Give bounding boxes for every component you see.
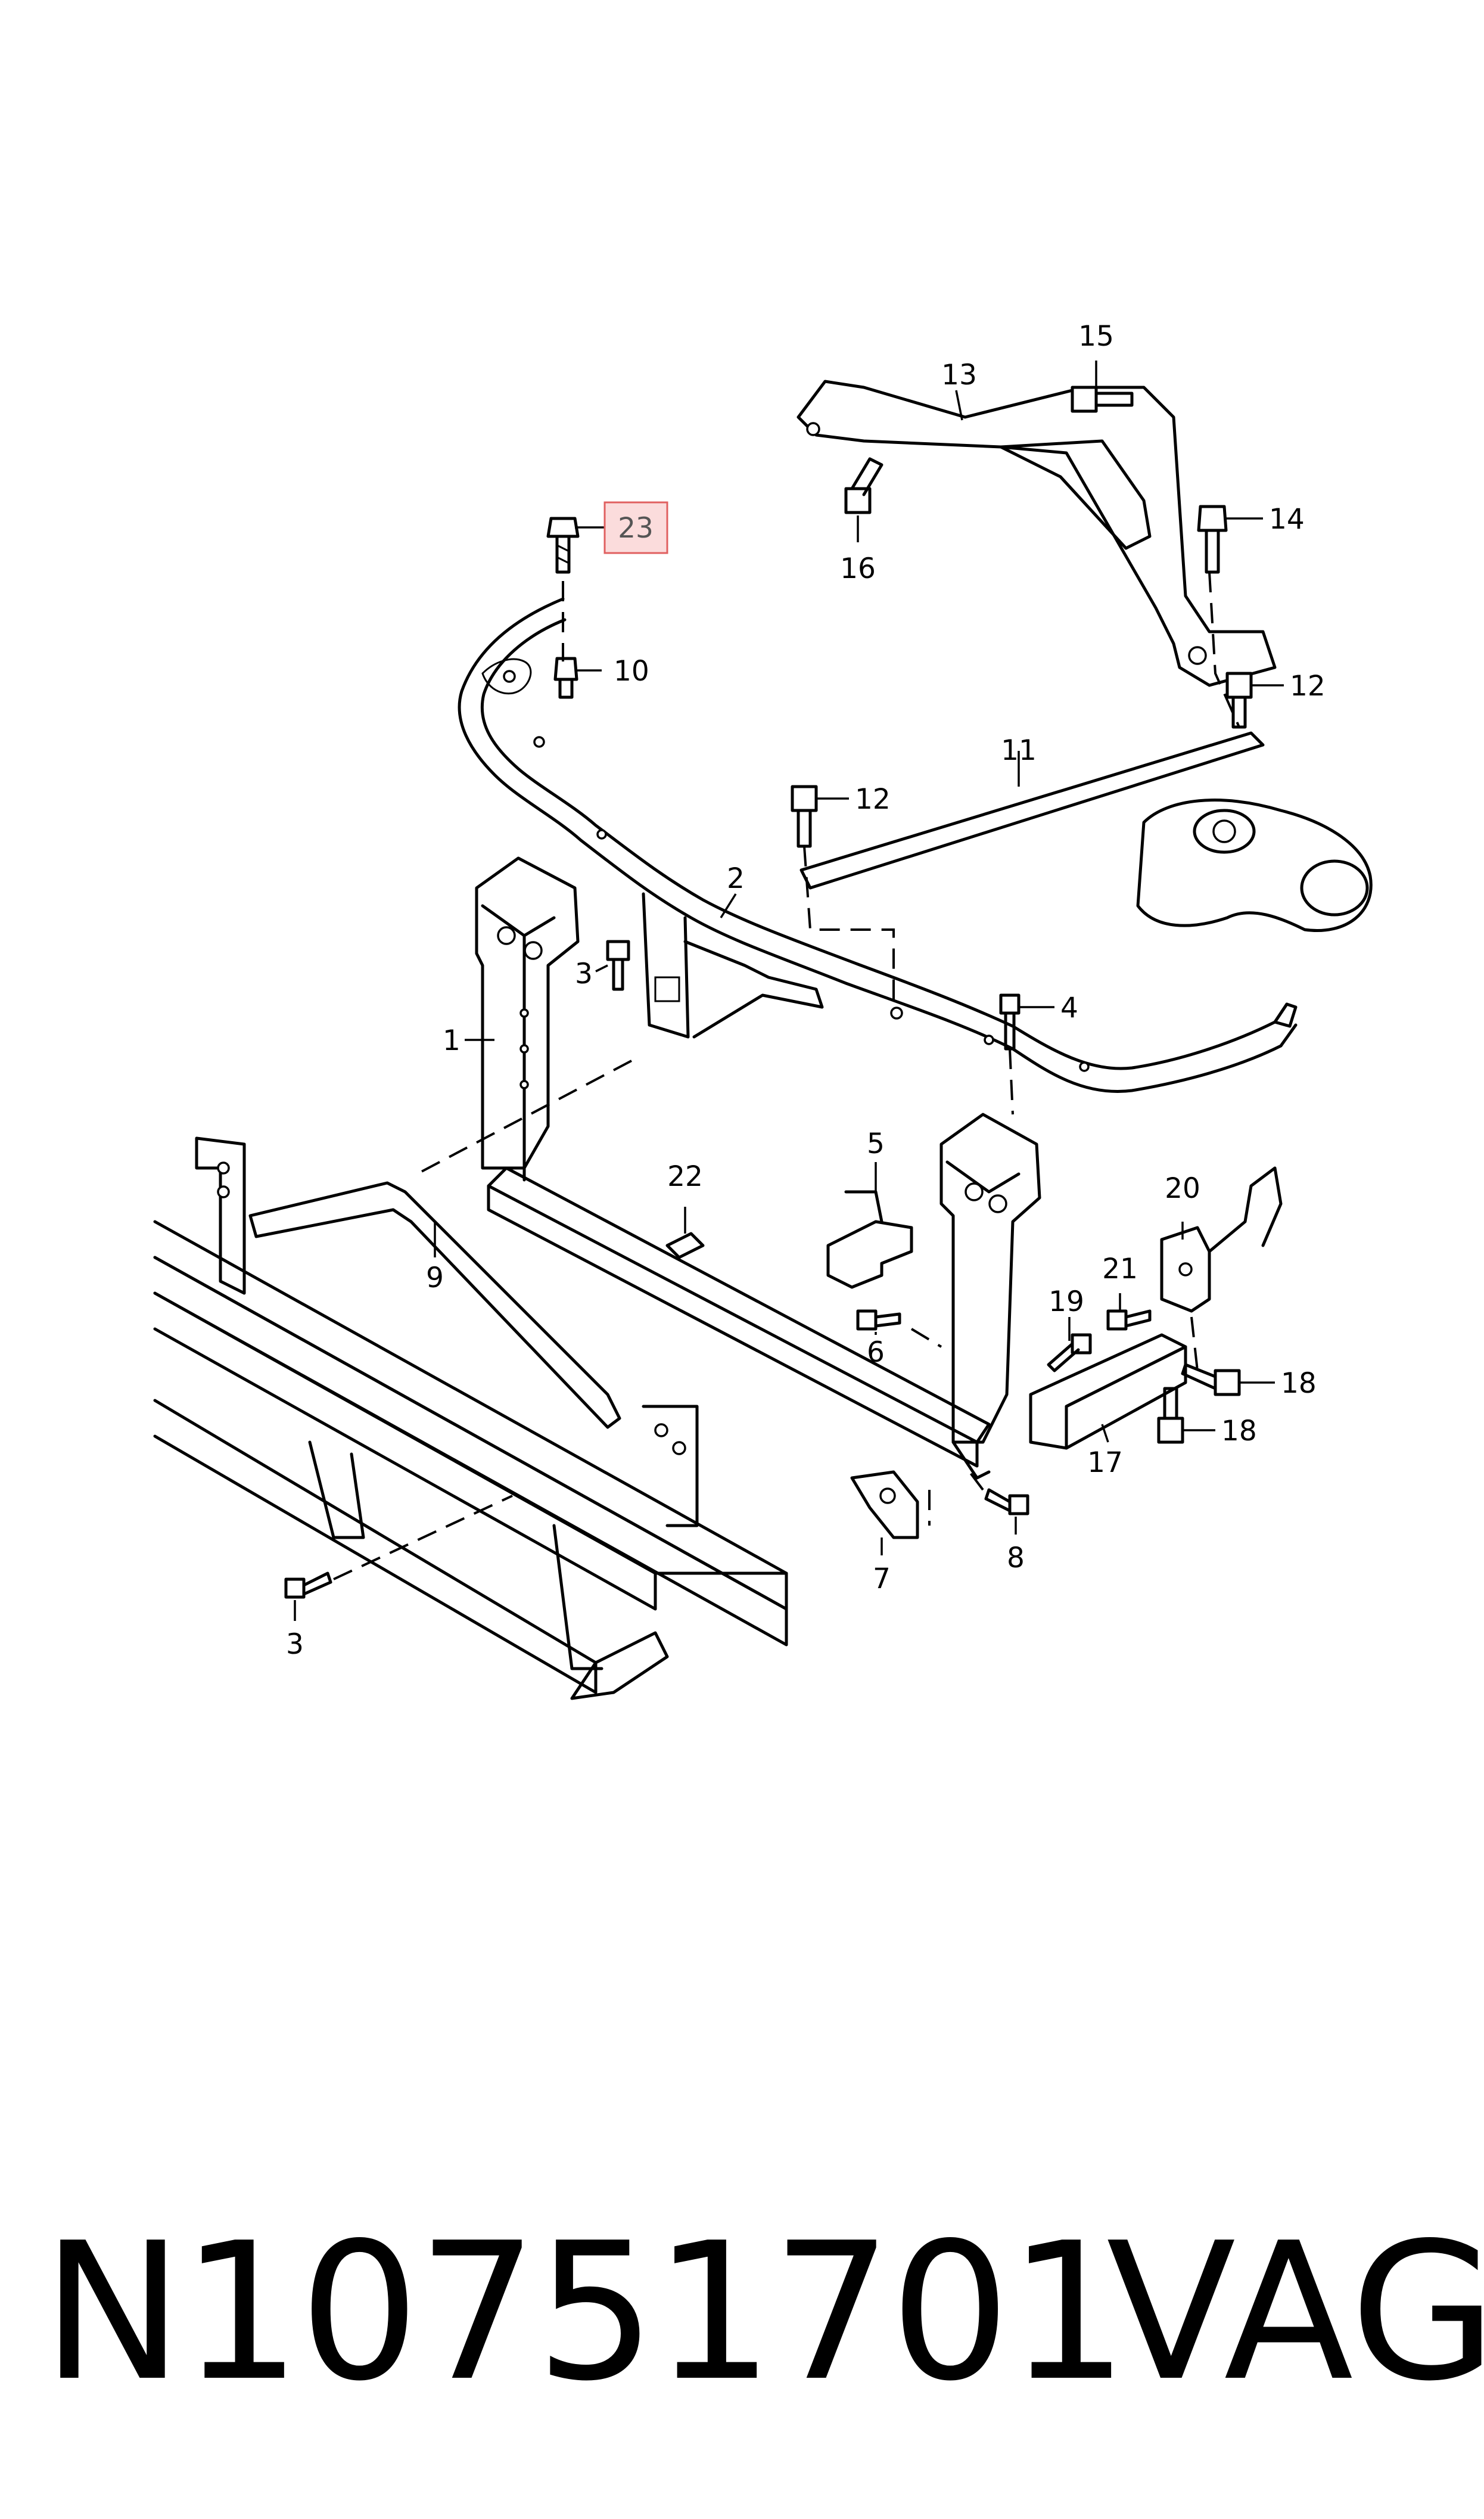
part-footer: N10751701 VAG <box>42 2199 1484 2425</box>
callout-3-lower: 3 <box>286 1628 304 1661</box>
upper-crossmember <box>458 597 1298 1093</box>
callout-20: 20 <box>1165 1172 1200 1205</box>
bolt-3-lower <box>284 1571 332 1599</box>
bolt-14 <box>1197 505 1228 574</box>
callout-12-left: 12 <box>855 783 891 816</box>
callout-23: 23 <box>618 512 654 545</box>
bolt-8 <box>984 1488 1029 1515</box>
lower-crossbar <box>487 1166 991 1468</box>
bolt-18-lower <box>1157 1387 1184 1444</box>
lock-carrier-post-left <box>475 856 580 1182</box>
bracket-20 <box>1160 1166 1283 1313</box>
callout-21: 21 <box>1102 1253 1138 1285</box>
callout-22: 22 <box>667 1160 703 1193</box>
callout-11: 11 <box>1001 734 1037 767</box>
callout-2: 2 <box>727 862 745 895</box>
bumper-beam <box>153 1136 788 1700</box>
callout-12-right: 12 <box>1290 670 1326 703</box>
bolt-15 <box>1071 386 1134 413</box>
lock-carrier-post-right <box>939 1113 1041 1480</box>
callout-10: 10 <box>614 655 649 688</box>
bolt-3-upper <box>606 940 630 991</box>
callout-15: 15 <box>1078 320 1114 353</box>
bolt-23 <box>546 517 580 574</box>
callout-18-upper: 18 <box>1281 1367 1317 1400</box>
suspension-mount <box>1136 799 1373 932</box>
callout-13: 13 <box>941 359 977 392</box>
strut-bar <box>248 1181 621 1429</box>
callout-23-highlight <box>603 501 668 554</box>
bolt-6 <box>856 1309 901 1331</box>
nut-10 <box>553 657 578 699</box>
bracket-5 <box>826 1190 913 1289</box>
bolt-4 <box>999 993 1021 1051</box>
callout-7: 7 <box>873 1563 891 1595</box>
callout-19: 19 <box>1049 1285 1084 1318</box>
callout-1: 1 <box>443 1024 461 1057</box>
callouts: 23 10 15 13 16 14 12 11 12 2 3 4 1 5 22 … <box>286 320 1326 1661</box>
callout-17: 17 <box>1087 1446 1123 1479</box>
callout-16: 16 <box>840 552 876 585</box>
bracket-7 <box>850 1470 919 1539</box>
callout-9: 9 <box>426 1262 444 1294</box>
callout-3-upper: 3 <box>575 958 593 990</box>
brand-name: VAG <box>1106 2202 1484 2422</box>
callout-18-lower: 18 <box>1221 1415 1257 1448</box>
bolt-18-upper <box>1181 1363 1241 1396</box>
callout-4: 4 <box>1060 992 1078 1024</box>
bolt-19 <box>1047 1333 1092 1372</box>
bolt-16 <box>844 457 883 514</box>
callout-8: 8 <box>1007 1542 1025 1574</box>
callout-14: 14 <box>1269 503 1305 536</box>
part-number: N10751701 <box>42 2202 1128 2422</box>
bolt-12-right <box>1225 672 1253 729</box>
fasteners <box>284 386 1253 1599</box>
assembly-lines <box>333 571 1240 1580</box>
callout-6: 6 <box>867 1336 885 1369</box>
clip-22 <box>665 1232 705 1259</box>
bolt-12-left <box>791 785 818 848</box>
bolt-21 <box>1106 1309 1152 1331</box>
callout-5: 5 <box>867 1128 885 1160</box>
bracket-13 <box>797 380 1277 687</box>
